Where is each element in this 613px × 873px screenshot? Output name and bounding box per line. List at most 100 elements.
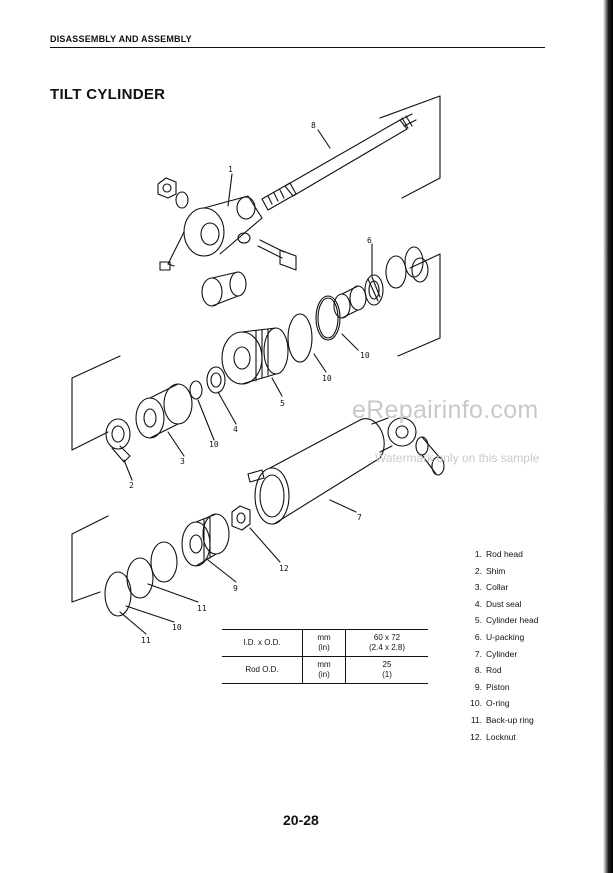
o-ring-part	[104, 571, 132, 617]
parts-list-item: 7.Cylinder	[458, 649, 538, 666]
callout-1: 1	[228, 165, 233, 174]
callout-11a: 11	[197, 604, 207, 613]
backup-ring-part	[126, 557, 154, 599]
ring-part	[385, 255, 407, 289]
pin-part	[415, 436, 445, 476]
part-name: Piston	[486, 681, 510, 692]
part-name: Shim	[486, 565, 506, 576]
callout-10d: 10	[172, 623, 182, 632]
part-number: 7.	[474, 648, 482, 659]
dust-seal-part	[206, 366, 226, 394]
part-name: Rod head	[486, 549, 523, 559]
bolt-part	[257, 239, 297, 271]
parts-list-item: 5.Cylinder head	[458, 615, 539, 632]
part-number: 10.	[470, 698, 482, 709]
bracket-line-upper-right	[397, 253, 441, 357]
parts-list-item: 2. Shim	[458, 566, 538, 583]
rod-part	[261, 113, 417, 211]
shim-part	[105, 418, 131, 463]
bracket-line-top	[379, 95, 441, 199]
leader-line	[341, 333, 359, 351]
nut-part	[157, 177, 177, 199]
watermark-text: eRepairinfo.com	[352, 396, 539, 424]
spec-table: I.D. x O.D. mm (in) 60 x 72 (2.4 x 2.8) …	[222, 629, 428, 684]
o-ring-part	[315, 295, 341, 341]
spec-label: I.D. x O.D.	[222, 629, 303, 657]
ring-part	[411, 257, 429, 283]
o-ring-part	[189, 380, 203, 400]
page-number: 20-28	[283, 812, 319, 828]
leader-line	[249, 527, 281, 563]
spec-unit-in: (in)	[318, 670, 330, 679]
watermark-subtext: Watermark only on this sample	[375, 451, 540, 465]
o-ring-part	[317, 297, 339, 339]
callout-11b: 11	[141, 636, 151, 645]
parts-list-item: 3.Collar	[458, 582, 538, 599]
leader-line	[217, 391, 237, 425]
leader-line	[123, 459, 133, 481]
part-name: U-packing	[486, 631, 525, 642]
cylinder-tube-part	[247, 417, 417, 525]
spec-unit: mm (in)	[302, 629, 346, 657]
parts-list-item: 1. Rod head	[458, 549, 538, 566]
parts-list-item: 12.Locknut	[458, 732, 538, 749]
callout-3: 3	[180, 457, 185, 466]
callout-10c: 10	[209, 440, 219, 449]
parts-list-item: 11.Back-up ring	[458, 715, 538, 732]
cylinder-head-part	[221, 327, 289, 385]
leader-line	[167, 431, 185, 457]
parts-list-item: 4. Dust seal	[458, 599, 538, 616]
piston-part	[181, 513, 230, 567]
part-number: 8.	[474, 665, 482, 676]
spec-unit-mm: mm	[317, 633, 331, 642]
spec-unit: mm (in)	[302, 656, 346, 684]
parts-list-item: 9. Piston	[458, 682, 538, 699]
spec-value-mm: 60 x 72	[373, 633, 401, 642]
part-name: Dust seal	[486, 598, 522, 609]
callout-6: 6	[367, 236, 372, 245]
spec-value-in: (1)	[382, 670, 392, 679]
section-header: DISASSEMBLY AND ASSEMBLY	[50, 34, 545, 48]
callout-5: 5	[280, 399, 285, 408]
leader-line	[271, 377, 283, 397]
page-binding-edge	[603, 0, 613, 873]
leader-line	[197, 399, 215, 441]
page-title: TILT CYLINDER	[50, 86, 166, 103]
parts-list-item: 10. O-ring	[458, 698, 538, 715]
callout-7: 7	[357, 513, 362, 522]
leader-line	[227, 173, 233, 207]
bushing-part	[201, 271, 247, 307]
leader-line	[313, 353, 327, 373]
part-number: 2.	[474, 565, 482, 576]
sleeve-part	[333, 285, 367, 319]
part-number: 5.	[474, 615, 482, 626]
spec-value-in: (2.4 x 2.8)	[368, 643, 405, 652]
o-ring-part	[287, 313, 313, 363]
parts-list-item: 8. Rod	[458, 665, 538, 682]
part-number: 9.	[474, 681, 482, 692]
spec-label: Rod O.D.	[222, 656, 303, 684]
leader-line	[317, 129, 331, 149]
collar-part	[135, 383, 193, 439]
u-packing-part	[364, 274, 384, 306]
leader-line	[329, 499, 357, 513]
part-name: Back-up ring	[486, 714, 534, 725]
bracket-line-lower-left	[71, 515, 109, 603]
part-number: 6.	[474, 631, 482, 642]
part-name: O-ring	[486, 698, 510, 709]
callout-2: 2	[129, 481, 134, 490]
spec-value: 25 (1)	[345, 656, 428, 684]
bracket-line-left	[71, 355, 121, 451]
callout-8: 8	[311, 121, 316, 130]
part-number: 1.	[474, 549, 482, 559]
part-number: 4.	[474, 598, 482, 609]
callout-10a: 10	[360, 351, 370, 360]
part-number: 12.	[470, 731, 482, 742]
rod-head-part	[159, 195, 263, 271]
spec-row-rod-od: Rod O.D. mm (in) 25 (1)	[222, 656, 428, 684]
part-name: Rod	[486, 665, 502, 676]
locknut-part	[231, 505, 251, 531]
spec-unit-mm: mm	[317, 660, 331, 669]
spec-value: 60 x 72 (2.4 x 2.8)	[346, 630, 429, 657]
